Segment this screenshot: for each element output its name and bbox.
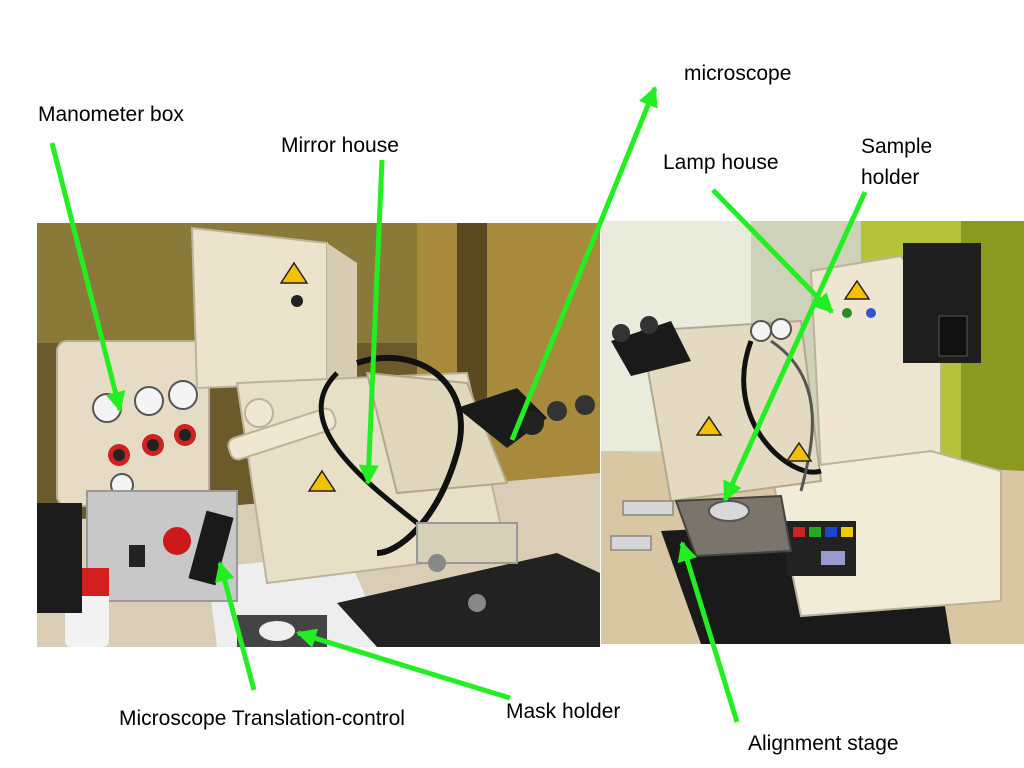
label-manometer-box: Manometer box <box>38 103 184 126</box>
label-lamp-house: Lamp house <box>663 151 779 174</box>
photo-left-mask-aligner <box>37 223 600 647</box>
label-sample-holder-line1: Sample <box>861 135 933 158</box>
label-mask-holder: Mask holder <box>506 700 621 723</box>
label-mirror-house: Mirror house <box>281 134 399 157</box>
label-translation-control: Microscope Translation-control <box>119 707 405 730</box>
label-microscope: microscope <box>684 62 792 85</box>
label-sample-holder-line2: holder <box>861 166 920 189</box>
label-alignment-stage: Alignment stage <box>748 732 899 755</box>
photo-right-mask-aligner <box>601 221 1024 644</box>
